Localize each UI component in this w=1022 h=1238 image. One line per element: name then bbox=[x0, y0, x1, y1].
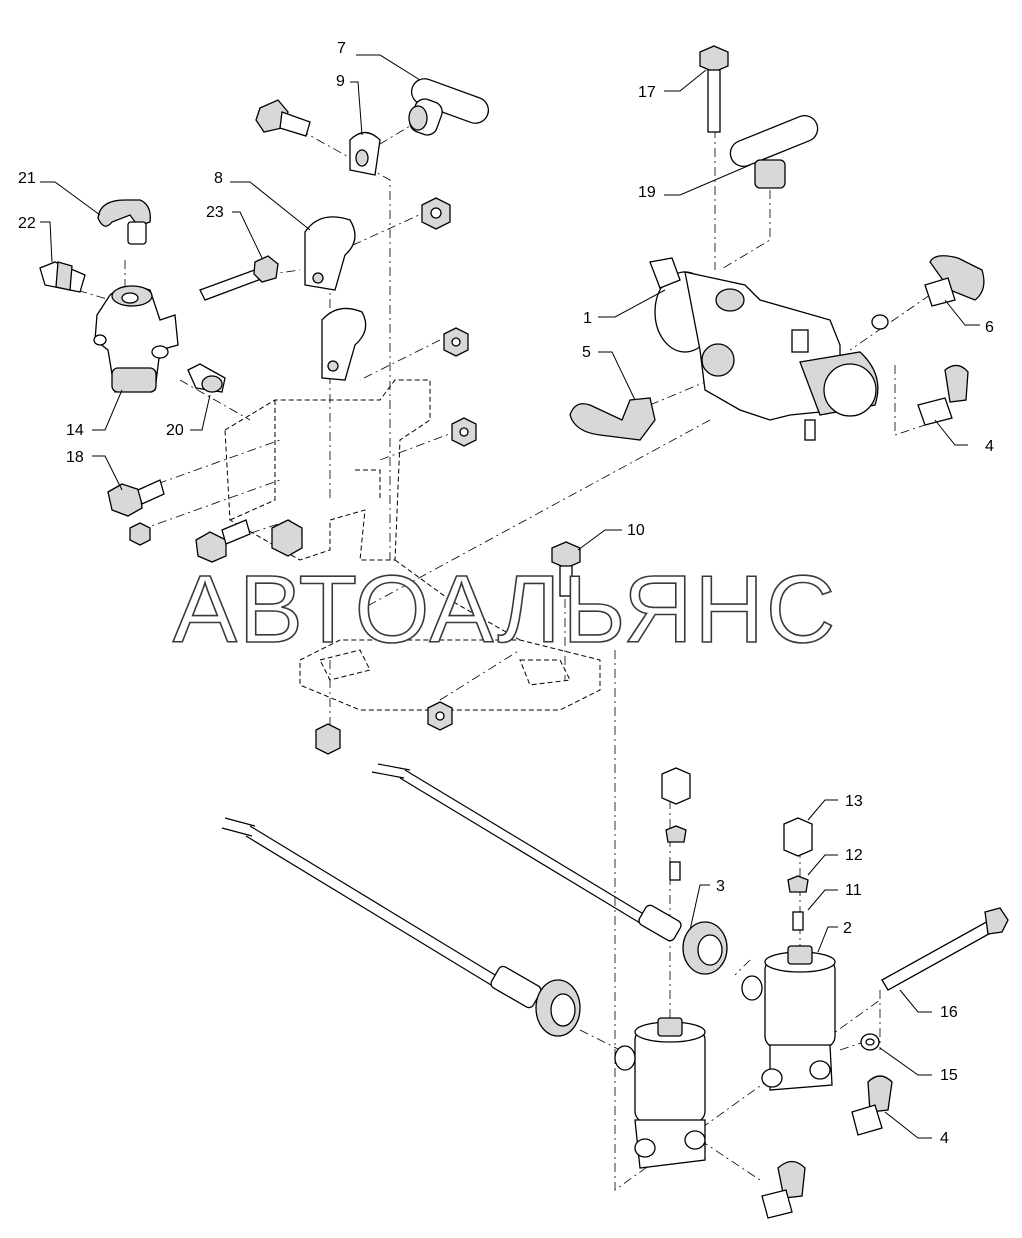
callout-4-top: 4 bbox=[985, 438, 994, 455]
nut bbox=[315, 723, 341, 755]
clip-9 bbox=[349, 131, 381, 176]
nut bbox=[443, 327, 469, 357]
callout-16: 16 bbox=[940, 1004, 958, 1021]
callout-6: 6 bbox=[985, 319, 994, 336]
callout-10: 10 bbox=[627, 522, 645, 539]
callout-21: 21 bbox=[18, 170, 36, 187]
bolt-16 bbox=[881, 907, 1009, 991]
assembly-lines bbox=[59, 110, 931, 1191]
wire-lower bbox=[221, 817, 581, 1037]
bolt-18 bbox=[107, 479, 165, 517]
callout-18: 18 bbox=[66, 449, 84, 466]
fitting-22 bbox=[39, 261, 86, 293]
fitting-20 bbox=[187, 363, 226, 393]
nut bbox=[451, 417, 477, 447]
elbow-21 bbox=[97, 199, 151, 245]
tee-fitting-7 bbox=[408, 78, 490, 136]
callout-23: 23 bbox=[206, 204, 224, 221]
watermark-text: АВТОАЛЬЯНС bbox=[173, 556, 837, 663]
callout-19: 19 bbox=[638, 184, 656, 201]
washer-15 bbox=[860, 1033, 880, 1051]
valve-1 bbox=[649, 257, 879, 441]
clip-8 bbox=[304, 216, 356, 291]
callout-15: 15 bbox=[940, 1067, 958, 1084]
bolt-lower bbox=[195, 519, 251, 563]
solenoid-valve-left bbox=[614, 1017, 706, 1169]
callout-11: 11 bbox=[845, 882, 862, 899]
callout-2: 2 bbox=[843, 920, 852, 937]
callout-8: 8 bbox=[214, 170, 223, 187]
elbow-bottom bbox=[761, 1160, 806, 1219]
callout-13: 13 bbox=[845, 793, 863, 810]
callout-5: 5 bbox=[582, 344, 591, 361]
nut bbox=[427, 701, 453, 731]
solenoid-valve-2 bbox=[741, 945, 836, 1091]
elbow-4-bottom bbox=[851, 1075, 893, 1136]
clip-lower bbox=[321, 307, 367, 381]
callout-20: 20 bbox=[166, 422, 184, 439]
hose-5 bbox=[569, 397, 656, 441]
callout-1: 1 bbox=[583, 310, 592, 327]
nut-stack-right bbox=[783, 817, 813, 931]
bolt-23 bbox=[199, 255, 279, 301]
callout-14: 14 bbox=[66, 422, 84, 439]
callout-3: 3 bbox=[716, 878, 725, 895]
callout-labels: 7 9 17 21 8 22 23 19 1 6 5 14 20 4 18 10… bbox=[18, 40, 994, 1147]
callout-22: 22 bbox=[18, 215, 36, 232]
elbow-6 bbox=[871, 255, 985, 330]
nut bbox=[129, 522, 151, 546]
bolt-17 bbox=[699, 45, 729, 133]
nut bbox=[421, 197, 451, 230]
callout-12: 12 bbox=[845, 847, 863, 864]
wire-upper bbox=[371, 763, 728, 975]
callout-7: 7 bbox=[337, 40, 346, 57]
washer-nut bbox=[271, 519, 303, 557]
valve-body-14 bbox=[93, 285, 179, 393]
elbow-4-top bbox=[917, 364, 969, 426]
mounting-bracket bbox=[224, 379, 601, 711]
callout-17: 17 bbox=[638, 84, 656, 101]
callout-9: 9 bbox=[336, 73, 345, 90]
bolt-top bbox=[255, 99, 311, 137]
tee-19 bbox=[729, 114, 819, 189]
nut-stack-left bbox=[661, 767, 691, 881]
bolt-10 bbox=[551, 541, 581, 597]
leader-lines bbox=[40, 54, 980, 1139]
callout-4-bottom: 4 bbox=[940, 1130, 949, 1147]
